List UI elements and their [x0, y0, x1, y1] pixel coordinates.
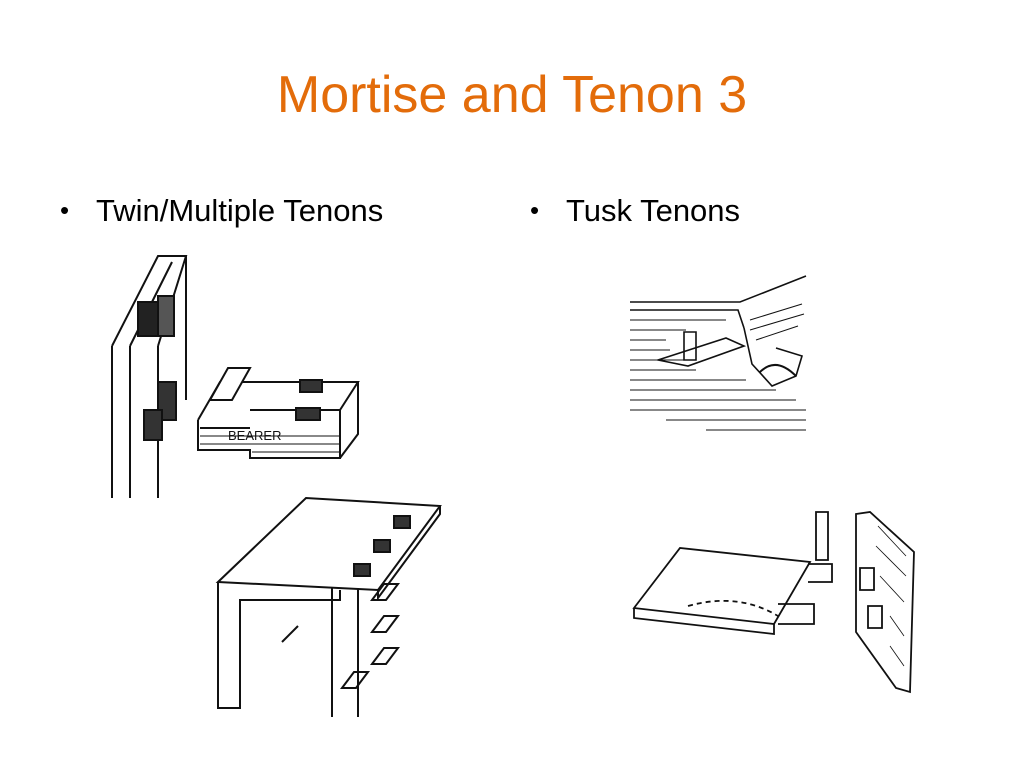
tusk-tenon-upper-figure	[626, 268, 810, 446]
multiple-tenon-joint-figure	[212, 492, 442, 717]
twin-tenon-upright-figure: BEARER	[100, 250, 370, 502]
slide-title: Mortise and Tenon 3	[276, 66, 748, 124]
bullet-marker: •	[530, 195, 540, 225]
bullet-twin-multiple-tenons: • Twin/Multiple Tenons	[60, 188, 383, 233]
bullet-tusk-tenons: • Tusk Tenons	[530, 188, 740, 233]
bullet-text: Twin/Multiple Tenons	[96, 193, 384, 228]
tusk-tenon-lower-figure	[628, 506, 918, 694]
bearer-label: BEARER	[228, 428, 281, 443]
bullet-text: Tusk Tenons	[566, 193, 741, 228]
bullet-marker: •	[60, 195, 70, 225]
